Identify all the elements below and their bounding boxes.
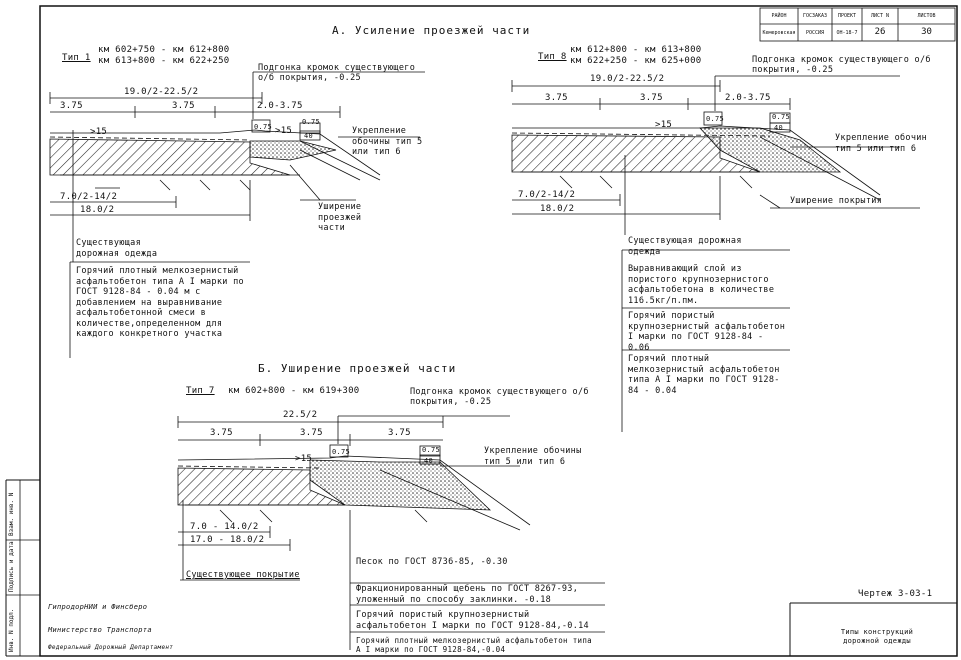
type1-total-width: 19.0/2-22.5/2 [124,87,199,97]
type7-label: Тип 7 [186,386,215,396]
footer-org-2: Министерство Транспорта [48,626,152,634]
side-strip-sign: Подпись и дата [8,541,15,592]
type7-section [177,415,605,650]
type8-width-1: 3.75 [545,93,568,103]
type7-dim-b: 0.75 [422,446,441,454]
type8-width-3: 2.0-3.75 [725,93,771,103]
type1-range-1: км 602+750 - км 612+800 [98,45,230,55]
type1-dim-b: 0.75 [302,118,321,126]
type7-layer-1: Песок по ГОСТ 8736-85, -0.30 [356,557,508,567]
type1-section [49,71,425,358]
stamp-table [759,7,956,42]
type7-width-3: 3.75 [388,428,411,438]
type1-bottom-width-2: 18.0/2 [80,205,115,215]
title-a: А. Усиление проезжей части [332,24,531,37]
stamp-value-4: 26 [874,27,886,37]
type7-dim-c: 40 [424,457,434,465]
type8-range-1: км 612+800 - км 613+800 [570,45,702,55]
type1-width-3: 2.0-3.75 [257,101,303,111]
type8-range-2: км 622+250 - км 625+000 [570,56,702,66]
type7-total-width: 22.5/2 [283,410,318,420]
type7-width-1: 3.75 [210,428,233,438]
type1-dim-c: 40 [304,132,314,140]
type1-width-2: 3.75 [172,101,195,111]
footer-org-1: ГипродорНИИ и Финсберо [48,603,148,611]
type8-slope: >15 [655,120,673,130]
stamp-header-2: ГОСЗАКАЗ [802,13,828,19]
type8-dim-a: 0.75 [706,115,725,123]
type1-widening-note: Уширение проезжей части [318,202,362,233]
type1-layer-text: Горячий плотный мелкозернистый асфальтоб… [76,266,244,339]
type8-dim-b: 0.75 [772,113,791,121]
type8-bottom-width-1: 7.0/2-14/2 [518,190,576,200]
type8-label: Тип 8 [538,52,567,62]
type8-layer-3: Горячий плотный мелкозернистый асфальтоб… [628,354,780,396]
type8-widening-note: Уширение покрытия [790,196,883,206]
sheet-frame [39,5,958,657]
stamp-value-5: 30 [921,27,932,37]
stamp-value-1: Кемеровская [762,30,796,36]
type1-levelling-note: Подгонка кромок существующего о/б покрыт… [258,63,416,83]
type7-layer-2: Фракционированный щебень по ГОСТ 8267-93… [356,584,579,605]
type7-layer-4: Горячий плотный мелкозернистый асфальтоб… [356,636,592,654]
stamp-header-1: РАЙОН [771,13,787,19]
type7-bottom-width-2: 17.0 - 18.0/2 [190,535,265,545]
type8-bottom-width-2: 18.0/2 [540,204,575,214]
type8-shoulder-note: Укрепление обочин тип 5 или тип 6 [835,133,928,154]
type7-layer-3: Горячий пористый крупнозернистый асфальт… [356,610,589,631]
sheet-code: Чертеж 3-03-1 [858,589,933,599]
type1-dim-a: 0.75 [254,123,273,131]
sheet-title: Типы конструкций дорожной одежды [840,628,914,645]
type8-layer-2: Горячий пористый крупнозернистый асфальт… [628,311,786,353]
type7-bottom-width-1: 7.0 - 14.0/2 [190,522,259,532]
type8-width-2: 3.75 [640,93,663,103]
type1-existing-label: Существующая дорожная одежда [76,238,158,259]
type8-total-width: 19.0/2-22.5/2 [590,74,665,84]
type8-dim-c: 40 [774,124,784,132]
type7-levelling-note: Подгонка кромок существующего о/б покрыт… [410,387,589,407]
type7-shoulder-note: Укрепление обочины тип 5 или тип 6 [484,446,582,467]
type1-bottom-width-1: 7.0/2-14/2 [60,192,118,202]
type1-width-1: 3.75 [60,101,83,111]
type8-existing-label: Существующая дорожная одежда [628,236,742,257]
type8-layer-1: Выравнивающий слой из пористого крупнозе… [628,264,775,306]
stamp-header-3: ПРОЕКТ [837,13,857,19]
stamp-value-2: РОССИЯ [805,30,825,36]
footer-org-3: Федеральный Дорожный Департамент [48,644,174,651]
type7-range: км 602+800 - км 619+300 [228,386,360,396]
stamp-header-5: ЛИСТОВ [917,13,936,19]
type7-slope: >15 [295,454,313,464]
stamp-header-4: ЛИСТ N [870,13,890,19]
type7-width-2: 3.75 [300,428,323,438]
side-strip-inv: Инв. N подл. [8,608,15,652]
side-strip-replace: Взам. инв. N [8,492,15,536]
type1-slope-left: >15 [90,127,108,137]
type1-range-2: км 613+800 - км 622+250 [98,56,230,66]
title-b: Б. Уширение проезжей части [258,362,457,375]
type7-existing-label: Существующее покрытие [186,570,300,580]
type8-section [511,75,920,432]
stamp-value-3: ОН-18-7 [836,30,858,36]
type1-label: Тип 1 [62,53,91,63]
type1-slope: >15 [275,126,293,136]
type7-dim-a: 0.75 [332,448,351,456]
type1-shoulder-note: Укрепление обочины тип 5 или тип 6 [352,126,423,157]
type8-levelling-note: Подгонка кромок существующего о/б покрыт… [752,55,931,75]
